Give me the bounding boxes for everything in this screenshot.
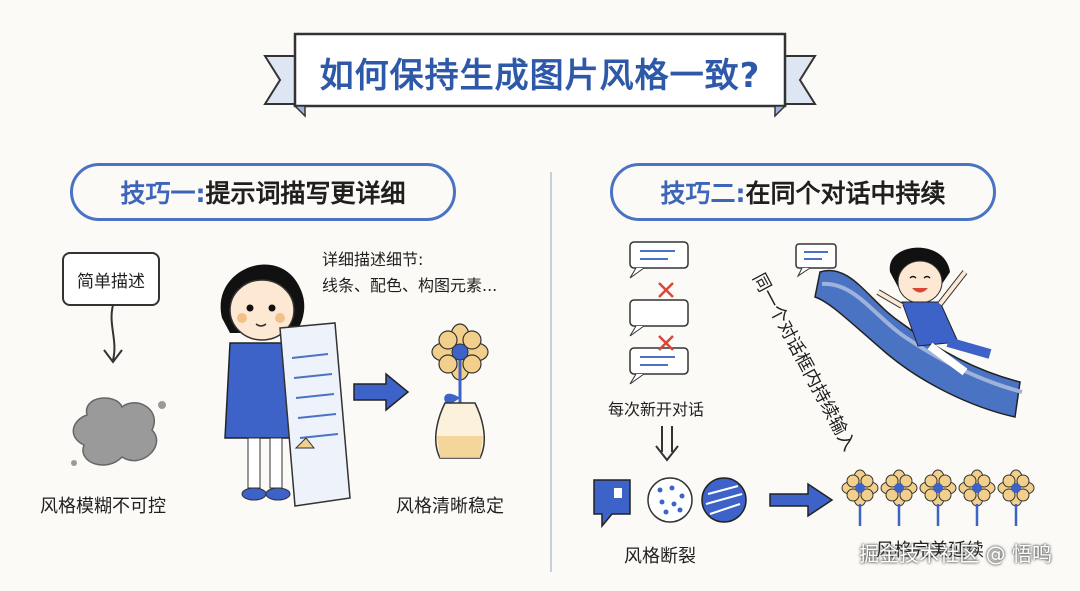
right-arrow-icon — [769, 482, 834, 518]
right-arrow-icon — [353, 372, 410, 412]
tip1-number: 技巧一: — [120, 179, 206, 208]
kid-on-slide-illustration — [795, 243, 1023, 418]
flower-vase-icon — [431, 323, 489, 459]
watermark: 掘金技术社区 @ 悟鸣 — [859, 542, 1052, 566]
tip1-title: 提示词描写更详细 — [205, 179, 406, 208]
new-chat-label: 每次新开对话 — [608, 400, 705, 419]
blurry-blob-icon — [71, 397, 166, 466]
section-divider — [550, 172, 552, 572]
broken-style-icons — [593, 477, 747, 529]
bad-result-label: 风格模糊不可控 — [40, 496, 166, 517]
tip2-number: 技巧二: — [660, 179, 746, 208]
x-mark-icon — [658, 335, 674, 351]
consistent-label: 风格完美延续 — [876, 540, 984, 561]
flower-row-icon — [841, 468, 1036, 528]
simple-description-box: 简单描述 — [62, 252, 160, 306]
page-title: 如何保持生成图片风格一致? — [319, 55, 761, 96]
down-arrow-icon — [103, 304, 123, 364]
broken-label: 风格断裂 — [624, 546, 696, 567]
detail-line-2: 线条、配色、构图元素... — [322, 276, 498, 295]
title-banner — [263, 32, 817, 118]
tip2-header: 技巧二: 在同个对话中持续 — [610, 163, 996, 221]
down-arrow-icon — [655, 426, 679, 462]
tip1-header: 技巧一: 提示词描写更详细 — [70, 163, 456, 221]
detail-line-1: 详细描述细节: — [322, 250, 424, 269]
chat-bubbles-stack — [629, 241, 689, 385]
good-result-label: 风格清晰稳定 — [396, 496, 504, 517]
tip2-title: 在同个对话中持续 — [745, 179, 946, 208]
x-mark-icon — [658, 282, 674, 298]
girl-with-scroll-illustration — [220, 264, 351, 507]
